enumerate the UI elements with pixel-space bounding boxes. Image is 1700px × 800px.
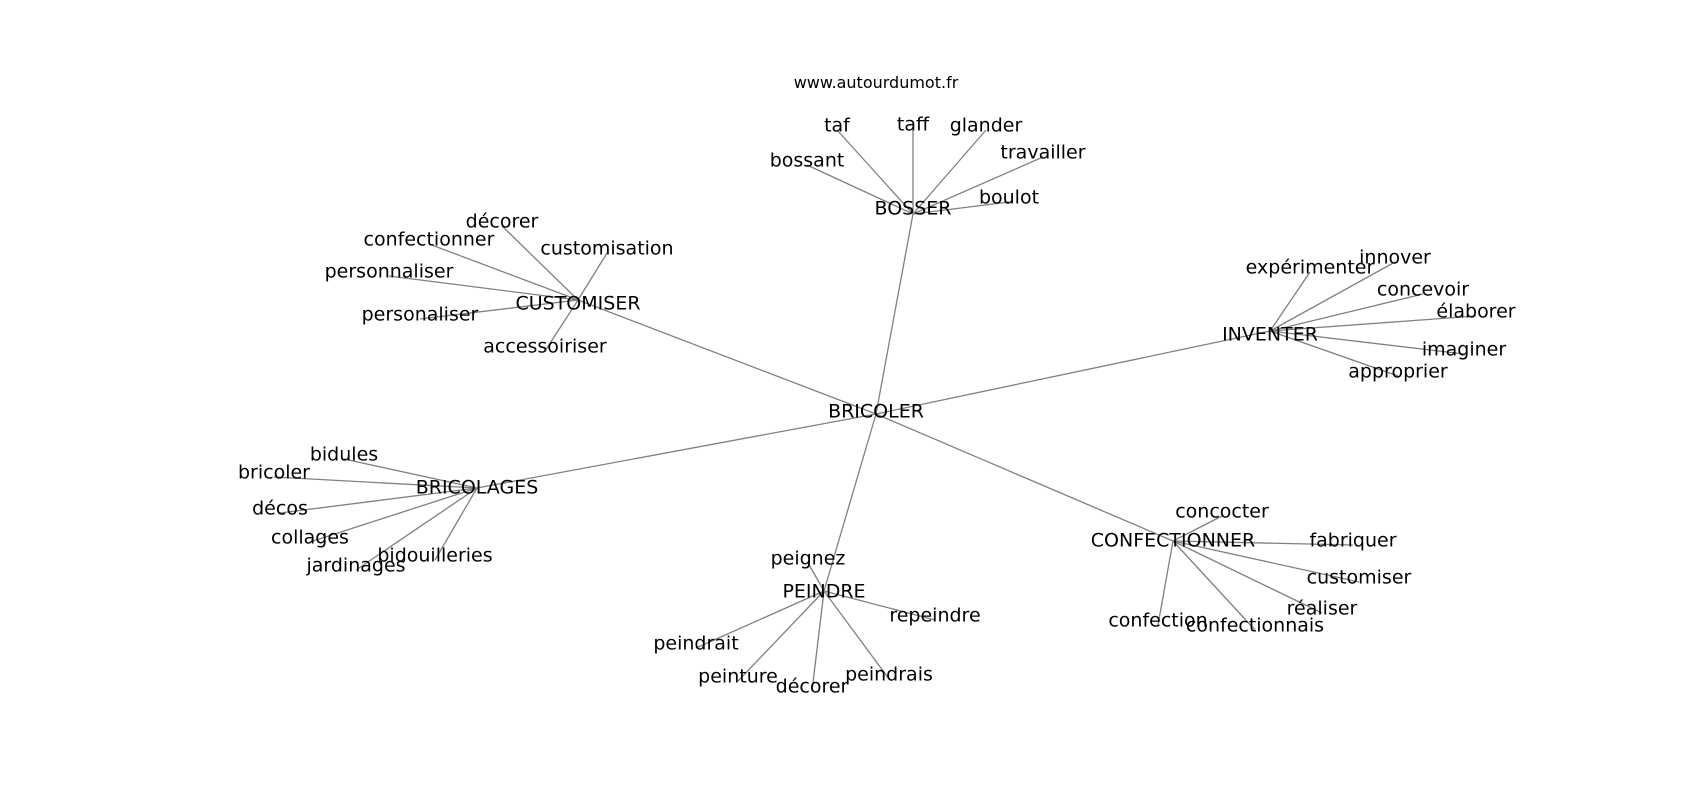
center-node-label: BRICOLER [828, 401, 924, 423]
leaf-node-label: peignez [771, 548, 846, 570]
leaf-node-label: bricoler [238, 462, 310, 484]
leaf-node-label: taf [824, 115, 851, 137]
edge-hub-to-leaf [355, 487, 478, 571]
edge-hub-to-leaf [1172, 540, 1323, 614]
edge-center-to-hub [476, 413, 877, 489]
edge-hub-to-leaf [273, 476, 478, 489]
edge-center-to-hub [875, 413, 1174, 542]
edge-hub-to-leaf [912, 156, 1044, 215]
leaf-node-label: boulot [979, 187, 1039, 209]
hub-node-label: BOSSER [875, 198, 952, 220]
leaf-node-label: expérimenter [1246, 257, 1375, 279]
edge-hub-to-leaf [544, 299, 579, 352]
edge-hub-to-leaf [1269, 293, 1424, 332]
edge-hub-to-leaf [428, 243, 579, 301]
edge-center-to-hub [875, 330, 1271, 415]
edge-hub-to-leaf [1269, 261, 1396, 332]
edge-center-to-hub [823, 413, 877, 592]
edge-hub-to-leaf [912, 129, 987, 215]
graph-labels: BRICOLER BOSSER taf taff glander bossant trava… [238, 114, 1516, 698]
leaf-node-label: personnaliser [325, 261, 454, 283]
leaf-node-label: décorer [776, 676, 849, 698]
edge-hub-to-leaf [823, 590, 936, 621]
leaf-node-label: innover [1359, 247, 1431, 269]
leaf-node-label: jardinages [305, 555, 405, 577]
leaf-node-label: décorer [466, 211, 539, 233]
edge-hub-to-leaf [695, 590, 825, 649]
edge-hub-to-leaf [1172, 540, 1360, 583]
leaf-node-label: collages [271, 527, 349, 549]
leaf-node-label: customiser [1307, 567, 1412, 589]
leaf-node-label: bossant [770, 150, 845, 172]
leaf-node-label: peindrait [653, 633, 738, 655]
leaf-node-label: imaginer [1422, 339, 1507, 361]
leaf-node-label: confectionner [364, 229, 495, 251]
edge-hub-to-leaf [309, 487, 478, 543]
edge-hub-to-leaf [1172, 515, 1223, 542]
leaf-node-label: décos [252, 498, 308, 520]
edge-hub-to-leaf [577, 252, 608, 301]
leaf-node-label: concocter [1175, 501, 1269, 523]
graph-edges [273, 129, 1477, 692]
edge-hub-to-leaf [1269, 330, 1465, 355]
edge-hub-to-leaf [1269, 271, 1311, 332]
hub-node-label: CUSTOMISER [515, 293, 640, 315]
hub-node-label: INVENTER [1222, 324, 1318, 346]
edge-hub-to-leaf [811, 590, 825, 692]
leaf-node-label: repeindre [889, 605, 980, 627]
edge-hub-to-leaf [1269, 315, 1477, 332]
edge-hub-to-leaf [388, 275, 579, 301]
leaf-node-label: bidules [310, 444, 378, 466]
leaf-node-label: bidouilleries [377, 545, 492, 567]
edge-hub-to-leaf [434, 487, 478, 561]
edge-hub-to-leaf [807, 562, 825, 592]
edge-hub-to-leaf [1172, 540, 1354, 546]
leaf-node-label: approprier [1348, 361, 1448, 383]
leaf-node-label: accessoiriser [483, 336, 607, 358]
source-url: www.autourdumot.fr [794, 73, 959, 92]
leaf-node-label: confectionnais [1186, 615, 1324, 637]
edge-hub-to-leaf [343, 458, 478, 489]
hub-node-label: BRICOLAGES [416, 477, 539, 499]
leaf-node-label: réaliser [1287, 598, 1358, 620]
edge-hub-to-leaf [806, 164, 914, 215]
edge-hub-to-leaf [823, 590, 890, 680]
leaf-node-label: taff [897, 114, 930, 136]
leaf-node-label: élaborer [1436, 301, 1515, 323]
edge-hub-to-leaf [1269, 330, 1399, 377]
leaf-node-label: peindrais [845, 664, 933, 686]
edge-hub-to-leaf [836, 129, 914, 215]
edge-hub-to-leaf [737, 590, 825, 682]
leaf-node-label: fabriquer [1309, 530, 1396, 552]
edge-hub-to-leaf [1157, 540, 1174, 626]
edge-hub-to-leaf [279, 487, 478, 514]
edge-hub-to-leaf [1172, 540, 1256, 631]
hub-node-label: PEINDRE [782, 581, 865, 603]
edge-center-to-hub [577, 299, 877, 415]
hub-node-label: CONFECTIONNER [1091, 530, 1255, 552]
edge-hub-to-leaf [419, 299, 579, 320]
edge-center-to-hub [875, 213, 914, 415]
leaf-node-label: travailler [1000, 142, 1085, 164]
leaf-node-label: glander [950, 115, 1023, 137]
leaf-node-label: concevoir [1377, 279, 1469, 301]
leaf-node-label: confection [1108, 610, 1207, 632]
edge-hub-to-leaf [912, 201, 1010, 215]
edge-hub-to-leaf [501, 225, 579, 301]
leaf-node-label: personaliser [362, 304, 479, 326]
leaf-node-label: peinture [698, 666, 778, 688]
leaf-node-label: customisation [540, 238, 673, 260]
